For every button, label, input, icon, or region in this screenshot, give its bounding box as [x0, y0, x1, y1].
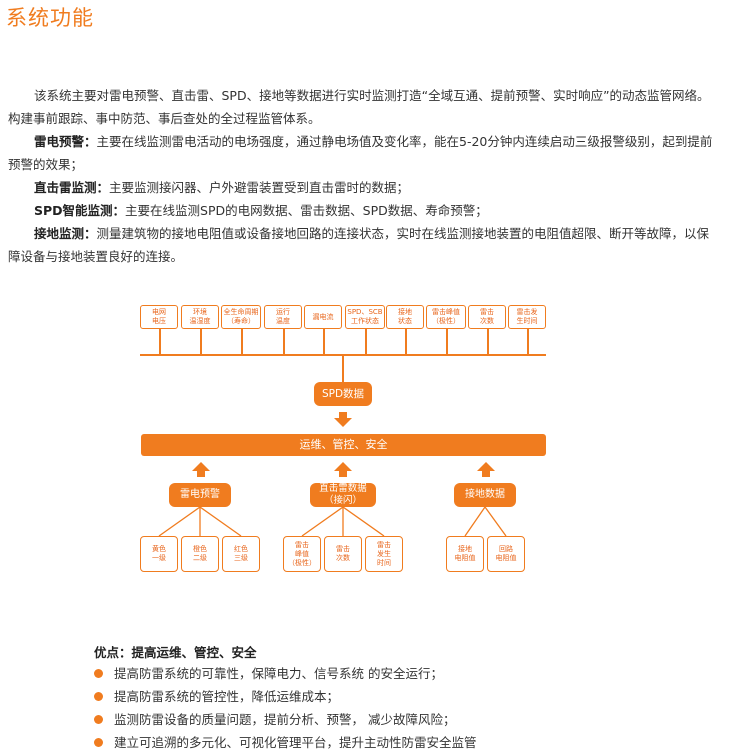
up-arrow-icon [482, 471, 490, 477]
bullet-icon [94, 692, 103, 701]
item-label: SPD智能监测： [34, 203, 126, 218]
list-item-text: 提高防雷系统的管控性，降低运维成本； [114, 689, 340, 704]
connector [159, 329, 161, 354]
bullet-icon [94, 738, 103, 747]
list-item: 提高防雷系统的管控性，降低运维成本； [94, 685, 477, 708]
spd-data-node: SPD数据 [314, 382, 372, 406]
advantages-list: 提高防雷系统的可靠性，保障电力、信号系统 的安全运行； 提高防雷系统的管控性，降… [94, 662, 477, 754]
up-arrow-icon [197, 471, 205, 477]
connector [405, 329, 407, 354]
connector [241, 329, 243, 354]
item-text: 主要在线监测雷电活动的电场强度，通过静电场值及变化率，能在5-20分钟内连续启动… [8, 134, 713, 172]
connector [446, 329, 448, 354]
up-arrow-icon [334, 462, 352, 471]
child-ground-resistance: 接地电阻值 [446, 536, 484, 572]
child-yellow-level1: 黄色一级 [140, 536, 178, 572]
item-label: 接地监测： [34, 226, 97, 241]
intro-item-lightning-warning: 雷电预警：主要在线监测雷电活动的电场强度，通过静电场值及变化率，能在5-20分钟… [8, 130, 718, 176]
top-box-strike-peak: 雷击峰值（极性） [426, 305, 466, 329]
up-arrow-icon [477, 462, 495, 471]
top-box-lifecycle: 全生命周期（寿命） [221, 305, 261, 329]
intro-item-spd: SPD智能监测：主要在线监测SPD的电网数据、雷击数据、SPD数据、寿命预警； [8, 199, 718, 222]
top-box-env-humidity: 环境温湿度 [181, 305, 219, 329]
bullet-icon [94, 715, 103, 724]
bullet-icon [94, 669, 103, 678]
up-arrow-icon [339, 471, 347, 477]
connector [365, 329, 367, 354]
direct-lightning-node: 直击雷数据（接闪） [310, 483, 376, 507]
down-arrow-icon [334, 418, 352, 427]
bus-line [140, 354, 546, 356]
ops-bar: 运维、管控、安全 [141, 434, 546, 456]
item-label: 雷电预警： [34, 134, 97, 149]
connector [487, 329, 489, 354]
connector [200, 329, 202, 354]
item-text: 主要监测接闪器、户外避雷装置受到直击雷时的数据； [109, 180, 410, 195]
connector [342, 356, 344, 382]
list-item: 监测防雷设备的质量问题，提前分析、预警， 减少故障风险； [94, 708, 477, 731]
intro-item-grounding: 接地监测：测量建筑物的接地电阻值或设备接地回路的连接状态，实时在线监测接地装置的… [8, 222, 718, 268]
intro-paragraph: 该系统主要对雷电预警、直击雷、SPD、接地等数据进行实时监测打造“全域互通、提前… [8, 88, 710, 126]
child-strike-peak: 雷击峰值（极性） [283, 536, 321, 572]
tree-lines [158, 506, 507, 537]
list-item-text: 监测防雷设备的质量问题，提前分析、预警， 减少故障风险； [114, 712, 456, 727]
top-box-leakage: 漏电流 [304, 305, 342, 329]
lightning-warning-node: 雷电预警 [169, 483, 231, 507]
list-item-text: 建立可追溯的多元化、可视化管理平台，提升主动性防雷安全监管 [114, 735, 477, 750]
connector [323, 329, 325, 354]
list-item: 提高防雷系统的可靠性，保障电力、信号系统 的安全运行； [94, 662, 477, 685]
top-box-strike-count: 雷击次数 [468, 305, 506, 329]
child-strike-count: 雷击次数 [324, 536, 362, 572]
item-text: 测量建筑物的接地电阻值或设备接地回路的连接状态，实时在线监测接地装置的电阻值超限… [8, 226, 710, 264]
top-box-strike-time: 雷击发生时间 [508, 305, 546, 329]
ground-data-node: 接地数据 [454, 483, 516, 507]
child-loop-resistance: 回路电阻值 [487, 536, 525, 572]
top-box-ground-status: 接地状态 [386, 305, 424, 329]
down-arrow-icon [339, 412, 347, 418]
intro-section: 该系统主要对雷电预警、直击雷、SPD、接地等数据进行实时监测打造“全域互通、提前… [8, 84, 718, 268]
connector [283, 329, 285, 354]
advantages-title: 优点：提高运维、管控、安全 [94, 645, 257, 660]
list-item: 建立可追溯的多元化、可视化管理平台，提升主动性防雷安全监管 [94, 731, 477, 754]
child-red-level3: 红色三级 [222, 536, 260, 572]
top-box-run-temp: 运行温度 [264, 305, 302, 329]
intro-item-direct-lightning: 直击雷监测：主要监测接闪器、户外避雷装置受到直击雷时的数据； [8, 176, 718, 199]
page-title: 系统功能 [6, 6, 94, 30]
list-item-text: 提高防雷系统的可靠性，保障电力、信号系统 的安全运行； [114, 666, 443, 681]
up-arrow-icon [192, 462, 210, 471]
connector [527, 329, 529, 354]
item-text: 主要在线监测SPD的电网数据、雷击数据、SPD数据、寿命预警； [125, 203, 488, 218]
child-orange-level2: 橙色二级 [181, 536, 219, 572]
top-box-grid-voltage: 电网电压 [140, 305, 178, 329]
child-strike-time: 雷击发生时间 [365, 536, 403, 572]
item-label: 直击雷监测： [34, 180, 110, 195]
